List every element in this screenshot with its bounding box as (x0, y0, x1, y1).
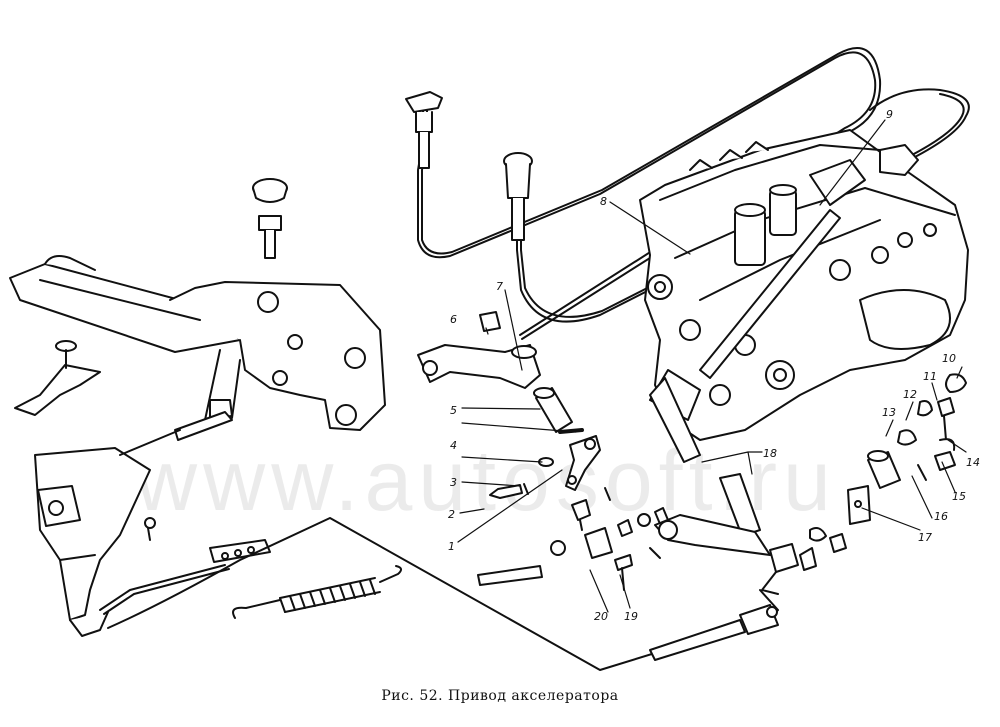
lever-7 (417, 344, 541, 389)
pedal-stop (14, 340, 101, 416)
small-parts (477, 487, 669, 591)
callout-17: 17 (918, 531, 932, 544)
callout-16: 16 (934, 510, 948, 523)
rod-assembly-18 (649, 473, 799, 661)
callout-5: 5 (450, 404, 457, 417)
callout-11: 11 (923, 370, 937, 383)
lower-lever-bracket (34, 411, 233, 637)
callout-14: 14 (966, 456, 980, 469)
callout-18: 18 (763, 447, 777, 460)
pedal-plug (252, 178, 288, 203)
stop-control-knob (503, 152, 533, 241)
callout-6: 6 (450, 313, 457, 326)
pedal-bolt (258, 215, 282, 259)
callout-7: 7 (496, 280, 503, 293)
key-6 (479, 311, 501, 332)
pull-rod (99, 517, 731, 671)
ring-4 (558, 428, 584, 434)
callout-2: 2 (448, 508, 455, 521)
callout-19: 19 (624, 610, 638, 623)
callout-15: 15 (952, 490, 966, 503)
callout-4: 4 (450, 439, 457, 452)
right-hardware (799, 373, 967, 571)
accelerator-pedal (9, 255, 386, 431)
callout-9: 9 (886, 108, 893, 121)
bolt-2 (489, 483, 529, 499)
leader-lines (457, 119, 967, 613)
return-spring (232, 565, 402, 619)
figure-caption: Рис. 52. Привод акселератора (381, 688, 619, 704)
callout-labels: 1 2 3 4 5 6 7 8 9 10 11 12 13 14 15 16 1… (448, 108, 980, 623)
fuel-pump-assembly (639, 129, 969, 463)
callout-13: 13 (882, 406, 896, 419)
watermark: www.autosoft.ru (134, 433, 837, 529)
callout-10: 10 (942, 352, 956, 365)
callout-8: 8 (600, 195, 607, 208)
lever-1 (565, 435, 601, 491)
bushing-5 (533, 387, 573, 433)
callout-20: 20 (594, 610, 608, 623)
callout-12: 12 (903, 388, 917, 401)
callout-3: 3 (450, 476, 457, 489)
callout-1: 1 (448, 540, 455, 553)
hand-throttle-knob (405, 91, 443, 169)
